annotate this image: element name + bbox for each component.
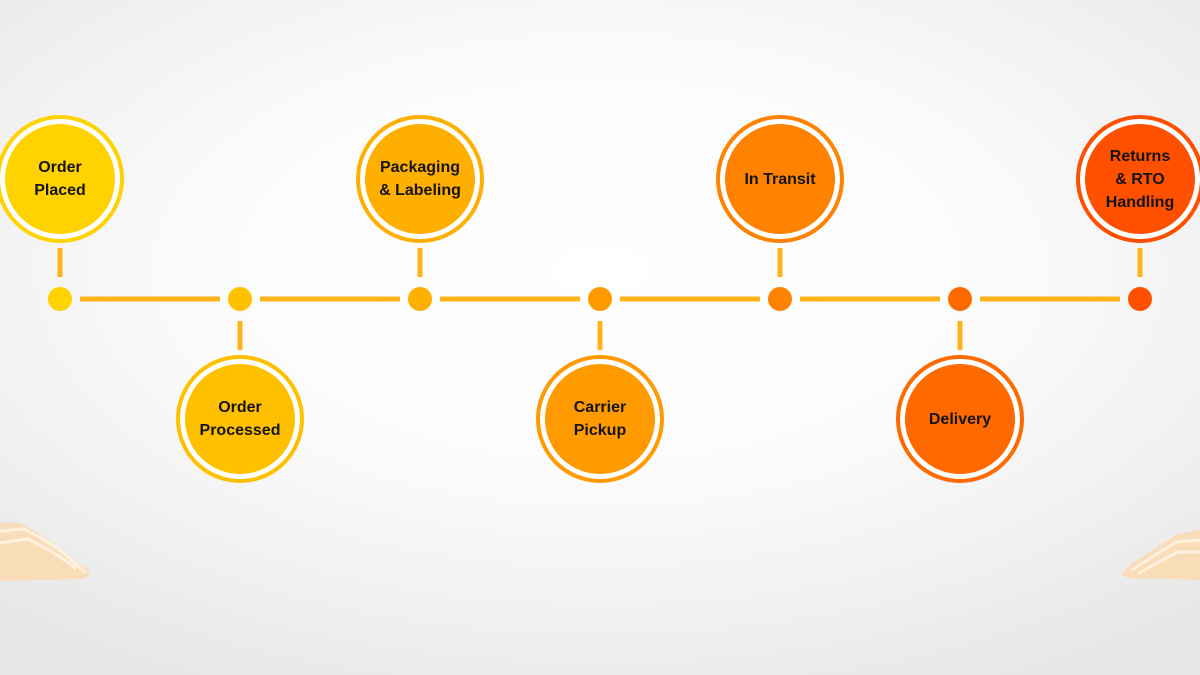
- timeline-dot: [768, 287, 792, 311]
- timeline-dot: [1128, 287, 1152, 311]
- timeline-dot: [228, 287, 252, 311]
- step-node: Delivery: [900, 359, 1020, 479]
- step-node: Order Placed: [0, 119, 120, 239]
- timeline-dot: [48, 287, 72, 311]
- step-node: Order Processed: [180, 359, 300, 479]
- step-node: Packaging & Labeling: [360, 119, 480, 239]
- step-label: In Transit: [744, 170, 816, 188]
- timeline-dot: [948, 287, 972, 311]
- step-label: Order Processed: [199, 399, 281, 439]
- step-node: In Transit: [720, 119, 840, 239]
- step-label: Order Placed: [34, 159, 86, 199]
- step-label: Delivery: [928, 410, 992, 428]
- step-node: Carrier Pickup: [540, 359, 660, 479]
- step-label: Packaging & Labeling: [379, 159, 461, 199]
- decorative-stack-left: [0, 523, 95, 583]
- decorative-stack-right: [1120, 530, 1200, 582]
- step-node: Returns & RTO Handling: [1080, 119, 1200, 239]
- step-label: Returns & RTO Handling: [1105, 147, 1175, 211]
- step-label: Carrier Pickup: [573, 399, 627, 439]
- timeline-dot: [408, 287, 432, 311]
- timeline-dot: [588, 287, 612, 311]
